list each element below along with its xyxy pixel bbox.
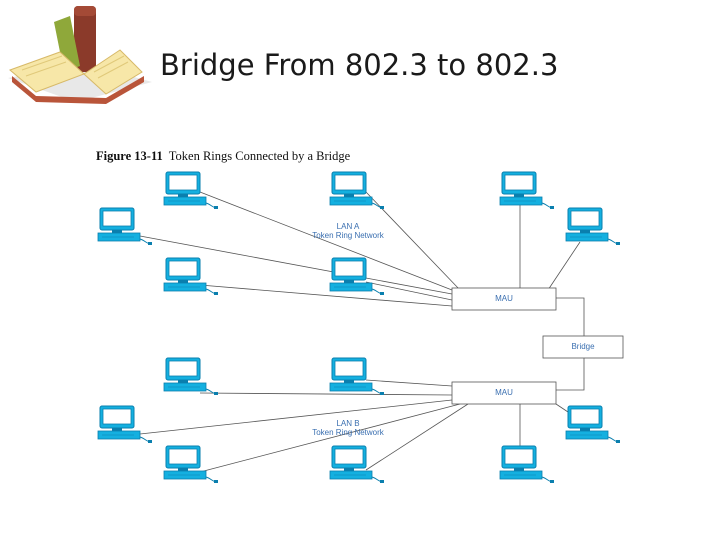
mau-top-box	[451, 287, 557, 311]
lan-b-name: LAN B	[336, 419, 360, 428]
computer-icon	[163, 171, 219, 210]
figure-caption-text: Token Rings Connected by a Bridge	[168, 149, 351, 163]
computer-icon	[329, 357, 385, 396]
figure-number: Figure 13-11	[96, 149, 163, 163]
computer-icon	[565, 207, 621, 246]
computer-icon	[329, 171, 385, 210]
mau-bottom-box	[451, 381, 557, 405]
computer-icon	[499, 445, 555, 484]
figure-caption: Figure 13-11 Token Rings Connected by a B…	[96, 149, 350, 164]
computer-icon	[163, 357, 219, 396]
computer-icon	[565, 405, 621, 444]
mau-bottom-label: MAU	[495, 388, 513, 397]
computer-icon	[97, 207, 153, 246]
computer-icon	[97, 405, 153, 444]
slide-title: Bridge From 802.3 to 802.3	[160, 48, 559, 82]
bridge-label: Bridge	[571, 342, 595, 351]
lan-a-type: Token Ring Network	[312, 231, 384, 240]
lan-b-type: Token Ring Network	[312, 428, 384, 437]
lan-a-label: LAN A Token Ring Network	[298, 222, 398, 240]
lan-a-name: LAN A	[336, 222, 360, 231]
open-book-icon	[8, 6, 152, 104]
computer-icon	[329, 445, 385, 484]
bridge-box	[542, 335, 624, 359]
computer-icon	[329, 257, 385, 296]
computer-icon	[163, 445, 219, 484]
mau-top-label: MAU	[495, 294, 513, 303]
computer-icon	[163, 257, 219, 296]
lan-b-label: LAN B Token Ring Network	[298, 419, 398, 437]
computer-icon	[499, 171, 555, 210]
